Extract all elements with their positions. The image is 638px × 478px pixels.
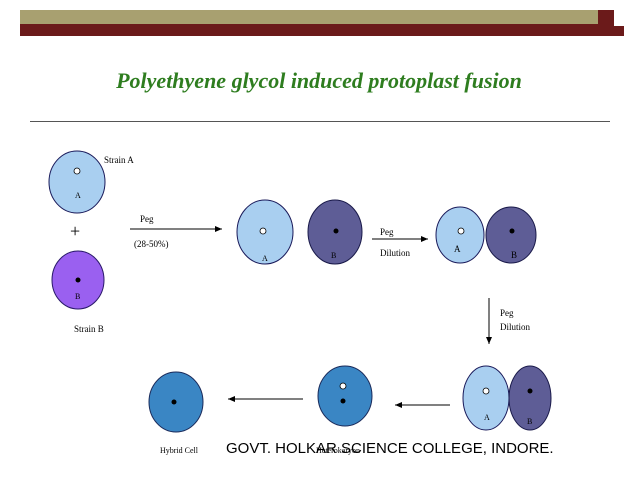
strain-a-label: Strain A xyxy=(104,155,134,165)
title-divider xyxy=(30,121,610,122)
protoplast-a-initial: A xyxy=(48,150,106,214)
svg-text:B: B xyxy=(511,250,517,260)
peg-label-3: Peg xyxy=(500,308,514,318)
protoplast-a-fusing: A xyxy=(462,365,510,431)
slide-title: Polyethyene glycol induced protoplast fu… xyxy=(116,68,522,93)
header-top-bar xyxy=(20,10,598,24)
peg-label: Peg xyxy=(140,214,154,224)
plus-sign: + xyxy=(70,221,80,241)
footer-college-name: GOVT. HOLKAR SCIENCE COLLEGE, INDORE. xyxy=(226,440,554,457)
protoplast-a-adhered: A xyxy=(435,206,485,264)
protoplast-a-label: A xyxy=(75,191,81,200)
hybrid-cell xyxy=(148,371,204,433)
protoplast-b-initial: B xyxy=(51,250,105,310)
heterokaryon-label: Heterokaryon xyxy=(316,446,360,455)
svg-text:A: A xyxy=(454,244,461,254)
peg-range-label: (28-50%) xyxy=(134,239,169,249)
header-bottom-bar xyxy=(20,24,614,36)
protoplast-b-peg: B xyxy=(307,199,363,265)
protoplast-b-adhered: B xyxy=(485,206,537,264)
dilution-label: Dilution xyxy=(380,248,411,258)
svg-text:B: B xyxy=(527,417,532,426)
header-bottom-accent xyxy=(612,26,624,36)
svg-text:A: A xyxy=(262,254,268,263)
svg-text:A: A xyxy=(484,413,490,422)
svg-text:B: B xyxy=(331,251,336,260)
heterokaryon-cell xyxy=(317,365,373,427)
protoplast-b-label: B xyxy=(75,292,80,301)
protoplast-a-peg: A xyxy=(236,199,294,265)
strain-b-label: Strain B xyxy=(74,324,104,334)
peg-label-2: Peg xyxy=(380,227,394,237)
protoplast-b-fusing: B xyxy=(508,365,552,431)
dilution-label-2: Dilution xyxy=(500,322,531,332)
header-top-accent xyxy=(598,10,614,24)
hybrid-cell-label: Hybrid Cell xyxy=(160,446,199,455)
